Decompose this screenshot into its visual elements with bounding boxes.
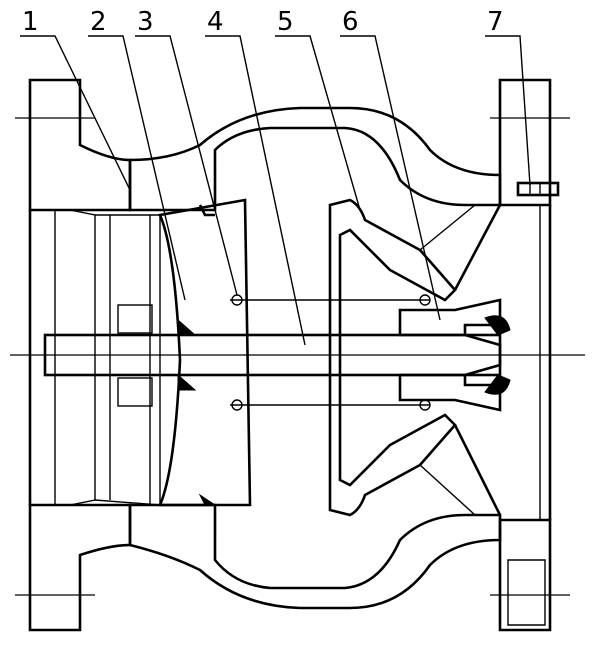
label-part-5: 5: [277, 7, 294, 37]
leader-lines: [20, 35, 531, 346]
label-part-1: 1: [22, 7, 39, 37]
valve-disc: [158, 198, 252, 507]
label-part-4: 4: [207, 7, 224, 37]
label-part-2: 2: [90, 7, 107, 37]
plug-pin: [516, 181, 560, 197]
valve-body: [15, 78, 570, 632]
seat-ring: [94, 214, 161, 506]
guide-bushing: [398, 204, 511, 516]
valve-stem: [43, 294, 502, 411]
label-part-7: 7: [487, 7, 504, 37]
label-part-6: 6: [342, 7, 359, 37]
label-part-3: 3: [137, 7, 154, 37]
guide-cage: [328, 198, 457, 517]
